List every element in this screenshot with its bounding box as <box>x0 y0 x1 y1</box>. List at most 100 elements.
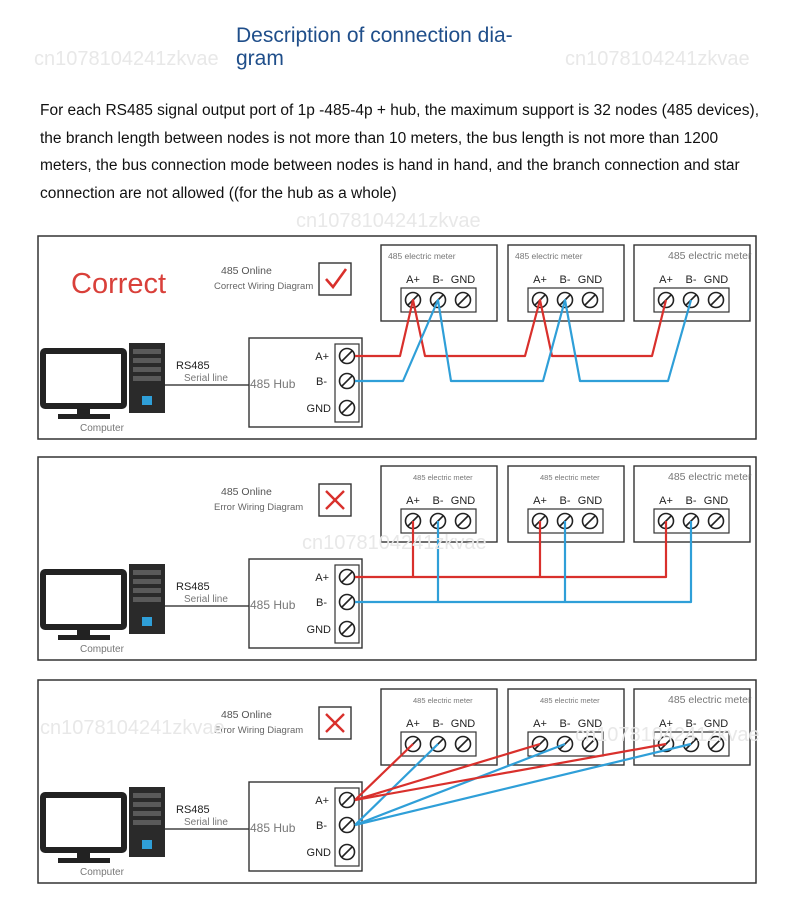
meter-terminal-a-label: A+ <box>533 274 547 286</box>
meter-terminal-gnd-label: GND <box>451 274 476 286</box>
meter-terminal-a-label: A+ <box>659 274 673 286</box>
power-button <box>142 840 152 849</box>
meter-terminal-b-label: B- <box>433 274 444 286</box>
serial-line-label: Serial line <box>184 594 228 605</box>
hub-screw-a-slot <box>341 794 353 806</box>
meter-terminal-gnd-label: GND <box>578 274 603 286</box>
b-star-wire <box>354 742 692 827</box>
hub-terminal-b-label: B- <box>316 597 327 609</box>
description-text: For each RS485 signal output port of 1p … <box>40 102 760 202</box>
meter-screw-gnd-slot <box>710 515 722 527</box>
meter-terminal-gnd-label: GND <box>578 718 603 730</box>
meter-screw-gnd-slot <box>584 738 596 750</box>
monitor-icon <box>40 569 127 630</box>
power-button <box>142 617 152 626</box>
b-star-wire <box>354 742 566 827</box>
computer-label: Computer <box>80 867 125 878</box>
caption-line-1: 485 Online <box>221 486 272 498</box>
meter-screw-gnd-slot <box>710 738 722 750</box>
page-title-line-1: Description of connection dia- <box>236 24 513 47</box>
meter-screw-gnd-slot <box>584 515 596 527</box>
meter-title: 485 electric meter <box>668 694 752 706</box>
meter-terminal-gnd-label: GND <box>451 495 476 507</box>
hub-terminal-a-label: A+ <box>315 351 329 363</box>
meter-terminal-a-label: A+ <box>533 495 547 507</box>
hub-terminal-a-label: A+ <box>315 572 329 584</box>
computer-label: Computer <box>80 423 125 434</box>
b-star-wire <box>354 743 439 826</box>
cross-icon <box>325 490 345 510</box>
meter-terminal-a-label: A+ <box>406 274 420 286</box>
b-trunk-wire <box>355 521 693 604</box>
drive-bay <box>133 349 161 354</box>
meter-title: 485 electric meter <box>388 251 456 261</box>
meter-terminal-gnd-label: GND <box>578 495 603 507</box>
drive-bay <box>133 597 161 602</box>
meter-terminal-gnd-label: GND <box>704 274 729 286</box>
monitor-base <box>58 635 110 640</box>
hub-terminal-a-label: A+ <box>315 795 329 807</box>
meter-title: 485 electric meter <box>540 696 600 705</box>
meter-screw-gnd-slot <box>584 294 596 306</box>
computer-label: Computer <box>80 644 125 655</box>
hub-screw-gnd-slot <box>341 402 353 414</box>
meter-terminal-b-label: B- <box>686 274 697 286</box>
page-title: Description of connection dia- gram <box>236 24 536 70</box>
verdict-label: Correct <box>71 268 166 300</box>
hub-label: 485 Hub <box>250 598 296 612</box>
hub-label: 485 Hub <box>250 821 296 835</box>
rs485-label: RS485 <box>176 581 210 593</box>
drive-bay <box>133 588 161 593</box>
hub-terminal-gnd-label: GND <box>307 624 332 636</box>
meter-screw-gnd-slot <box>710 294 722 306</box>
b-bus-wire <box>355 298 693 383</box>
meter-terminal-gnd-label: GND <box>704 718 729 730</box>
drive-bay <box>133 793 161 798</box>
meter-terminal-b-label: B- <box>560 274 571 286</box>
meter-screw-gnd-slot <box>457 294 469 306</box>
serial-line-label: Serial line <box>184 373 228 384</box>
drive-bay <box>133 570 161 575</box>
power-button <box>142 396 152 405</box>
meter-title: 485 electric meter <box>413 696 473 705</box>
meter-title: 485 electric meter <box>413 473 473 482</box>
meter-title: 485 electric meter <box>668 471 752 483</box>
serial-line-label: Serial line <box>184 817 228 828</box>
caption-line-2: Error Wiring Diagram <box>214 502 303 513</box>
monitor-neck <box>77 408 90 416</box>
cross-icon <box>325 713 345 733</box>
meter-terminal-gnd-label: GND <box>451 718 476 730</box>
caption-line-1: 485 Online <box>221 265 272 277</box>
drive-bay <box>133 811 161 816</box>
monitor-base <box>58 414 110 419</box>
page-title-line-2: gram <box>236 47 284 70</box>
caption-line-1: 485 Online <box>221 709 272 721</box>
meter-terminal-gnd-label: GND <box>704 495 729 507</box>
meter-terminal-a-label: A+ <box>659 495 673 507</box>
hub-terminal-gnd-label: GND <box>307 847 332 859</box>
rs485-label: RS485 <box>176 804 210 816</box>
meter-terminal-a-label: A+ <box>406 495 420 507</box>
a-bus-wire <box>355 298 668 358</box>
meter-screw-gnd-slot <box>457 515 469 527</box>
drive-bay <box>133 579 161 584</box>
hub-screw-b-slot <box>341 596 353 608</box>
hub-label: 485 Hub <box>250 377 296 391</box>
a-star-wire <box>354 743 414 801</box>
meter-terminal-b-label: B- <box>560 495 571 507</box>
check-icon <box>325 268 348 290</box>
hub-terminal-gnd-label: GND <box>307 403 332 415</box>
meter-terminal-b-label: B- <box>433 495 444 507</box>
a-star-wire <box>354 742 667 802</box>
meter-terminal-b-label: B- <box>686 718 697 730</box>
monitor-icon <box>40 792 127 853</box>
hub-screw-gnd-slot <box>341 623 353 635</box>
meter-terminal-b-label: B- <box>686 495 697 507</box>
hub-screw-b-slot <box>341 375 353 387</box>
hub-terminal-b-label: B- <box>316 820 327 832</box>
